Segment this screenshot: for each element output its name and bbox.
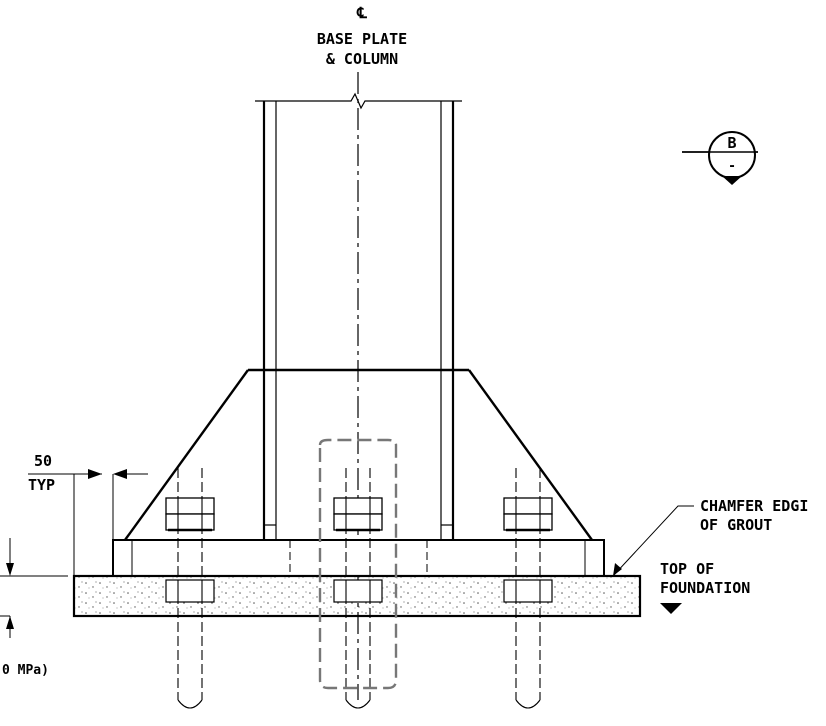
centerline-symbol: ℄ xyxy=(356,4,367,22)
base-plate-inner-lines xyxy=(131,540,586,576)
section-marker: B - xyxy=(682,131,758,185)
anchor-bolt-left xyxy=(165,468,215,709)
base-plate xyxy=(112,539,605,577)
hidden-anchor-sleeve xyxy=(318,438,398,690)
top-of-foundation-line2: FOUNDATION xyxy=(660,579,750,597)
anchor-bolt-center xyxy=(333,468,383,709)
centerline-label: ℄ BASE PLATE & COLUMN xyxy=(317,4,407,68)
grout-strength-note: 0 MPa) xyxy=(2,663,49,678)
chamfer-label-line2: OF GROUT xyxy=(700,516,772,534)
grout-thickness-dimension: 0 MPa) xyxy=(0,538,68,678)
section-sheet: - xyxy=(728,159,736,174)
anchor-bolt-right xyxy=(503,468,553,709)
section-pointer-icon xyxy=(722,176,742,185)
section-letter: B xyxy=(727,134,736,152)
top-of-foundation-line1: TOP OF xyxy=(660,560,714,578)
chamfer-edge-callout: CHAMFER EDGI OF GROUT xyxy=(612,497,808,577)
elevation-triangle-icon xyxy=(660,603,682,614)
column-section xyxy=(262,101,455,540)
dimension-value: 50 xyxy=(34,452,52,470)
dimension-50-typ: 50 TYP xyxy=(28,452,148,576)
centerline-label-line1: BASE PLATE xyxy=(317,30,407,48)
chamfer-label-line1: CHAMFER EDGI xyxy=(700,497,808,515)
dimension-typ: TYP xyxy=(28,476,55,494)
top-of-foundation-callout: TOP OF FOUNDATION xyxy=(660,560,750,614)
column-break-line xyxy=(255,92,462,110)
centerline-label-line2: & COLUMN xyxy=(326,50,398,68)
stiffener-gussets xyxy=(124,368,593,541)
